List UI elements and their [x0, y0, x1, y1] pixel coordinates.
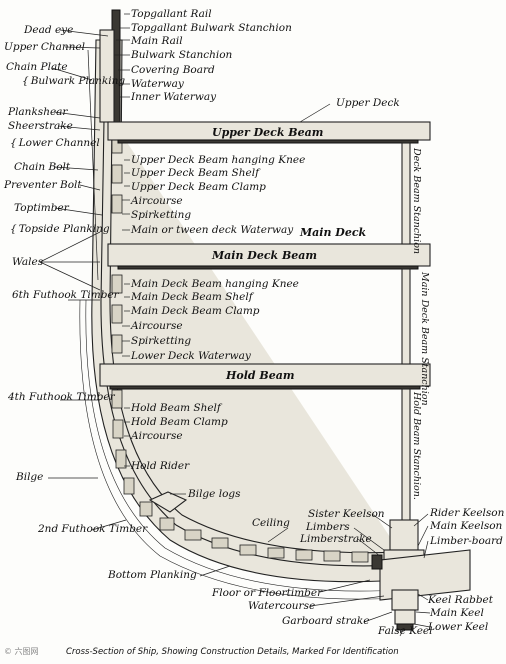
label-aircourse-2: Aircourse: [130, 320, 183, 332]
label-bottom-planking: Bottom Planking: [107, 569, 197, 581]
label-toptimber: Toptimber: [14, 202, 70, 214]
label-aircourse-3: Aircourse: [130, 430, 183, 442]
hold-beam: [99, 363, 431, 390]
label-main-deck-beam-shelf: Main Deck Beam Shelf: [130, 291, 255, 303]
label-waterway: Waterway: [131, 78, 185, 90]
label-main-deck-beam-hanging-knee: Main Deck Beam hanging Knee: [130, 278, 299, 290]
label-keel-rabbet: Keel Rabbet: [427, 594, 494, 606]
label-garboard-strake: Garboard strake: [282, 615, 370, 627]
label-covering-board: Covering Board: [131, 64, 215, 76]
label-upper-deck-beam: Upper Deck Beam: [212, 126, 323, 139]
label-limberstrake: Limberstrake: [299, 533, 372, 545]
label-upper-deck-beam-clamp: Upper Deck Beam Clamp: [131, 181, 266, 193]
label-inner-waterway: Inner Waterway: [130, 91, 217, 103]
label-hold-beam-shelf: Hold Beam Shelf: [130, 402, 223, 414]
right-labels: Topgallant Rail Topgallant Bulwark Stanc…: [130, 8, 305, 500]
label-topgallant-bulwark-stanchion: Topgallant Bulwark Stanchion: [131, 22, 292, 34]
label-limber-board: Limber-board: [429, 535, 503, 547]
label-ceiling: Ceiling: [252, 517, 290, 529]
label-lower-deck-waterway: Lower Deck Waterway: [130, 350, 252, 362]
keel-assembly: [371, 519, 471, 631]
upper-deck-beam: [107, 121, 431, 144]
label-chain-bolt: Chain Bolt: [14, 161, 71, 173]
label-main-deck: Main Deck: [299, 226, 367, 239]
hull-side: [79, 39, 401, 600]
lower-channel-text: Lower Channel: [18, 137, 100, 149]
label-bilge-logs: Bilge logs: [187, 488, 241, 500]
label-bulwark-stanchion: Bulwark Stanchion: [130, 49, 233, 61]
stanchions: [401, 142, 411, 540]
label-upper-deck-beam-hanging-knee: Upper Deck Beam hanging Knee: [131, 154, 305, 166]
label-hold-beam: Hold Beam: [225, 369, 295, 382]
label-fourth-futhook-timber: 4th Futhook Timber: [7, 391, 116, 403]
main-deck-beam: [107, 243, 431, 270]
label-sheerstrake: Sheerstrake: [8, 120, 73, 132]
label-sixth-futhook-timber: 6th Futhook Timber: [12, 289, 120, 301]
label-lower-keel: Lower Keel: [427, 621, 488, 633]
label-dead-eye: Dead eye: [23, 24, 73, 36]
label-false-keel: False Keel: [377, 625, 432, 637]
label-hold-beam-clamp: Hold Beam Clamp: [130, 416, 228, 428]
label-main-keelson: Main Keelson: [429, 520, 503, 532]
label-watercourse: Watercourse: [248, 600, 315, 612]
watermark: © 六图网: [4, 646, 39, 656]
bulwark-planking-line1: {: [22, 75, 29, 87]
label-topgallant-rail: Topgallant Rail: [131, 8, 212, 20]
bulwark: [87, 9, 121, 281]
label-main-deck-beam-stanchion: Main Deck Beam Stanchion: [419, 271, 430, 406]
label-second-futhook-timber: 2nd Futhook Timber: [37, 523, 148, 535]
label-bulwark-planking: {Bulwark Planking: [22, 75, 125, 87]
label-plankshear: Plankshear: [7, 106, 68, 118]
label-lower-channel: {Lower Channel: [10, 137, 100, 149]
label-sister-keelson: Sister Keelson: [308, 508, 385, 520]
label-rider-keelson: Rider Keelson: [429, 507, 505, 519]
left-labels: Dead eye Upper Channel Chain Plate {Bulw…: [3, 24, 148, 535]
label-chain-plate: Chain Plate: [6, 61, 68, 73]
figure-caption: Cross-Section of Ship, Showing Construct…: [66, 647, 399, 657]
label-hold-rider: Hold Rider: [130, 460, 190, 472]
bulwark-planking-text: Bulwark Planking: [30, 75, 126, 87]
topside-planking-text: Topside Planking: [19, 223, 110, 235]
lower-channel-brace: {: [10, 137, 17, 149]
label-floor-or-floortimber: Floor or Floortimber: [211, 587, 323, 599]
label-upper-deck-beam-shelf: Upper Deck Beam Shelf: [131, 167, 261, 179]
leader-lines: [39, 13, 431, 637]
topside-planking-brace: {: [10, 223, 17, 235]
label-preventer-bolt: Preventer Bolt: [3, 179, 82, 191]
label-hold-beam-stanchion: Hold Beam Stanchion.: [411, 391, 422, 500]
label-spirketting-2: Spirketting: [131, 335, 191, 347]
label-main-keel: Main Keel: [429, 607, 484, 619]
label-spirketting-1: Spirketting: [131, 209, 191, 221]
label-limbers: Limbers: [305, 521, 350, 533]
label-deck-beam-stanchion: Deck Beam Stanchion: [411, 147, 422, 254]
label-main-deck-beam-clamp: Main Deck Beam Clamp: [130, 305, 260, 317]
label-wales: Wales: [12, 256, 44, 268]
label-topside-planking: {Topside Planking: [10, 223, 110, 235]
label-main-rail: Main Rail: [130, 35, 183, 47]
bottom-labels: Ceiling Sister Keelson Limbers Limberstr…: [107, 507, 505, 637]
label-main-deck-beam: Main Deck Beam: [211, 249, 317, 262]
label-bilge: Bilge: [15, 471, 43, 483]
label-main-tweendeck-waterway: Main or tween deck Waterway: [130, 224, 294, 236]
label-upper-channel: Upper Channel: [4, 41, 85, 53]
label-upper-deck: Upper Deck: [336, 97, 400, 109]
label-aircourse-1: Aircourse: [130, 195, 183, 207]
